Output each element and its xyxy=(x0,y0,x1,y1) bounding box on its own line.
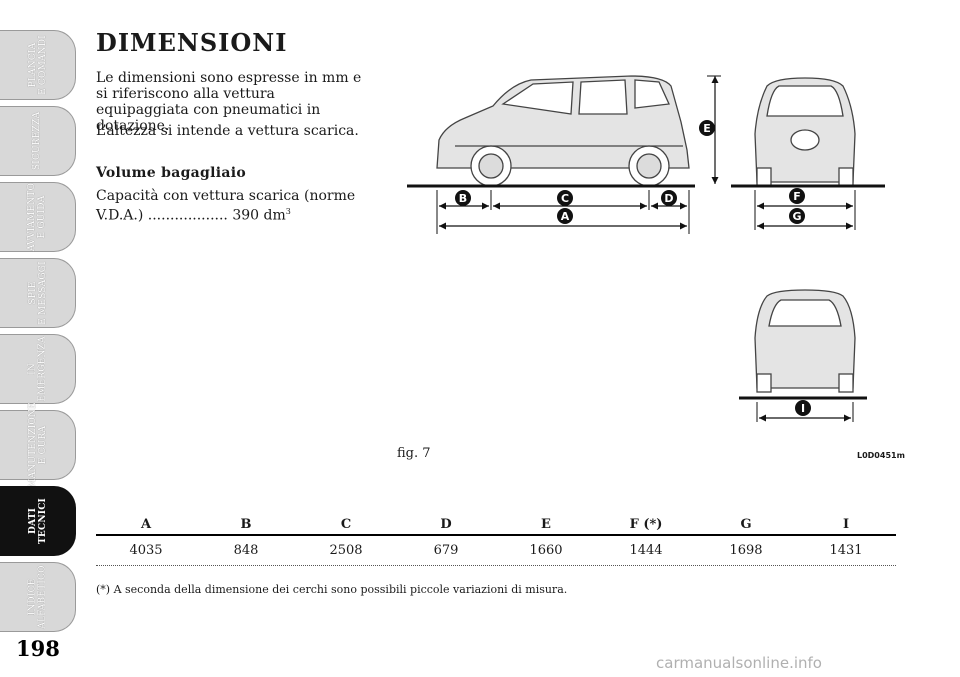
tab-dati-tecnici[interactable]: DATI TECNICI xyxy=(0,486,76,556)
vehicle-dimensions-figure: A B C D E F G I xyxy=(407,75,885,422)
marker-f-label: F xyxy=(793,190,801,203)
tab-label: IN EMERGENZA xyxy=(27,336,48,402)
value-cell: 848 xyxy=(233,543,259,558)
marker-e: E xyxy=(699,120,715,136)
dimensions-table: A B C D E F (*) G I 4035 848 2508 679 16… xyxy=(96,514,896,566)
extension-lines xyxy=(436,190,856,422)
tab-label: SICUREZZA xyxy=(32,111,43,171)
marker-b-label: B xyxy=(459,192,467,205)
tab-label: MANUTENZIONE E CURA xyxy=(27,402,48,488)
tab-manutenzione-e-cura[interactable]: MANUTENZIONE E CURA xyxy=(0,402,76,488)
marker-d: D xyxy=(661,190,677,206)
value-cell: 1698 xyxy=(729,543,763,558)
value-cell: 1660 xyxy=(529,543,563,558)
table-footnote: (*) A seconda della dimensione dei cerch… xyxy=(96,583,568,596)
volume-unit-superscript: 3 xyxy=(285,207,291,216)
figure-caption: fig. 7 xyxy=(397,446,431,461)
tab-indice-alfabetico[interactable]: INDICE ALFABETICO xyxy=(0,562,76,632)
marker-g: G xyxy=(789,208,805,224)
marker-i: I xyxy=(795,400,811,416)
header-cell: G xyxy=(740,516,752,532)
car-front-view xyxy=(754,77,856,187)
marker-e-label: E xyxy=(703,122,711,135)
marker-a-label: A xyxy=(561,210,570,223)
tab-label: SPIE E MESSAGGI xyxy=(27,261,48,325)
header-cell: A xyxy=(140,516,152,532)
marker-a: A xyxy=(557,208,573,224)
tab-in-emergenza[interactable]: IN EMERGENZA xyxy=(0,334,76,404)
page-number: 198 xyxy=(16,636,60,661)
header-cell: F (*) xyxy=(629,516,663,532)
marker-i-label: I xyxy=(801,402,805,415)
marker-c-label: C xyxy=(561,192,569,205)
value-cell: 4035 xyxy=(129,543,163,558)
value-cell: 679 xyxy=(433,543,459,558)
value-cell: 1431 xyxy=(829,543,863,558)
marker-f: F xyxy=(789,188,805,204)
table-row: 4035 848 2508 679 1660 1444 1698 1431 xyxy=(96,536,896,566)
marker-b: B xyxy=(455,190,471,206)
marker-g-label: G xyxy=(792,210,801,223)
section-heading: Volume bagagliaio xyxy=(96,165,246,181)
height-note: L’altezza si intende a vettura scarica. xyxy=(96,123,359,139)
dimension-lines xyxy=(439,76,853,422)
tab-label: PLANCIA E COMANDI xyxy=(27,35,48,95)
intro-paragraph: Le dimensioni sono espresse in mm e si r… xyxy=(96,70,362,134)
table-header-row: A B C D E F (*) G I xyxy=(96,514,896,536)
volume-value: Capacità con vettura scarica (norme V.D.… xyxy=(96,188,356,224)
tab-spie-e-messaggi[interactable]: SPIE E MESSAGGI xyxy=(0,258,76,328)
chapter-sidebar: PLANCIA E COMANDI SICUREZZA AVVIAMENTO E… xyxy=(0,0,80,677)
marker-c: C xyxy=(557,190,573,206)
marker-d-label: D xyxy=(664,192,673,205)
header-cell: B xyxy=(240,516,252,532)
tab-label: INDICE ALFABETICO xyxy=(27,565,48,629)
page-title: DIMENSIONI xyxy=(96,28,288,57)
watermark: carmanualsonline.info xyxy=(656,654,822,672)
tab-avviamento-e-guida[interactable]: AVVIAMENTO E GUIDA xyxy=(0,182,76,252)
header-cell: I xyxy=(842,516,850,532)
volume-text: Capacità con vettura scarica (norme V.D.… xyxy=(96,188,366,224)
figure-code: L0D0451m xyxy=(857,451,905,460)
car-side-view xyxy=(436,75,690,187)
header-cell: C xyxy=(340,516,352,532)
header-cell: E xyxy=(541,516,551,532)
value-cell: 1444 xyxy=(629,543,663,558)
car-rear-view xyxy=(754,289,856,393)
header-cell: D xyxy=(440,516,452,532)
tab-label: DATI TECNICI xyxy=(27,498,48,544)
value-cell: 2508 xyxy=(329,543,363,558)
tab-label: AVVIAMENTO E GUIDA xyxy=(27,182,48,252)
tab-sicurezza[interactable]: SICUREZZA xyxy=(0,106,76,176)
tab-plancia-e-comandi[interactable]: PLANCIA E COMANDI xyxy=(0,30,76,100)
